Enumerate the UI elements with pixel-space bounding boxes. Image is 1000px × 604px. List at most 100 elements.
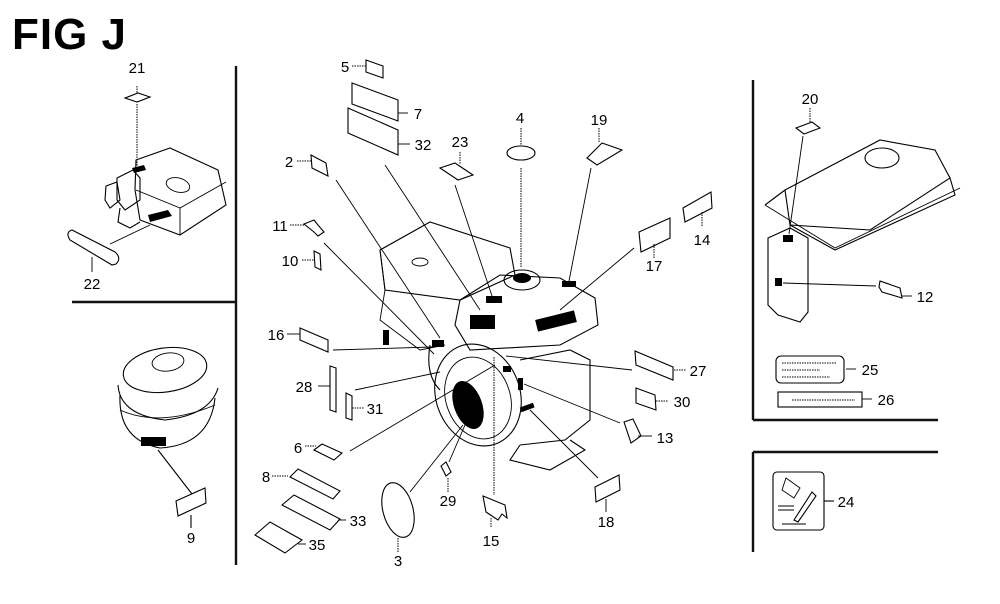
muffler-assembly: 21 22 [67,60,227,293]
figure-title: FIG J [12,10,128,59]
callout-5: 5 [341,59,349,76]
label-35-decal [254,521,303,554]
leader-17 [559,247,635,311]
label-33-decal [281,494,341,531]
callout-16: 16 [268,327,285,344]
callout-4: 4 [516,110,524,127]
label-5-decal [365,59,384,79]
air-cleaner-top [122,346,208,394]
air-cleaner-cap [151,352,185,372]
callout-11: 11 [272,218,288,235]
callout-7: 7 [414,106,422,123]
callout-30: 30 [674,394,691,411]
muffler-flange [104,181,121,209]
engine-recoil-grip [452,381,484,429]
engine-label-16-position [383,330,389,345]
muffler-top-label-position [132,165,146,173]
label-6-decal [312,443,344,461]
engine-label-19-position [562,281,576,287]
callout-25: 25 [862,362,879,379]
fuel-tank-flange-edge [764,187,961,249]
leader-11-to-engine [323,242,435,355]
label-30-decal [635,387,657,411]
leader-12 [782,282,877,287]
callout-13: 13 [657,430,674,447]
label-32-decal [347,107,399,156]
engine-fuel-tank [454,274,599,351]
fuel-tank-flange [764,177,956,251]
label-4-decal [506,145,536,161]
label-24-book-icon [781,477,801,499]
label-8-decal [289,468,341,500]
muffler-pipe [117,207,141,229]
engine-air-cleaner-side [379,249,446,351]
muffler-logo [165,177,191,193]
leader-23 [454,184,493,297]
callout-15: 15 [483,533,500,550]
callout-18: 18 [598,514,615,531]
callout-31: 31 [367,401,384,418]
fuel-tank-label-12-position [775,278,782,286]
callout-33: 33 [350,513,367,530]
label-27-decal [634,350,674,381]
label-21-decal [123,92,152,103]
label-31-decal [345,392,353,421]
label-7-decal [351,82,399,122]
leader-18 [529,409,599,479]
engine-base [509,439,587,471]
callout-19: 19 [591,112,608,129]
label-12-decal [878,280,903,299]
engine-fuel-cap-center [513,273,531,283]
fuel-tank-cap [864,147,900,169]
leader-27-to-engine [505,355,633,371]
engine-label-28-position [432,340,444,347]
engine-air-cleaner-logo [411,257,429,267]
fuel-tank-side-cover [767,227,809,323]
label-11-decal [302,219,325,237]
caution-label-assembly: 24 [772,471,854,531]
leader-13-to-engine [523,383,621,424]
callout-27: 27 [690,363,707,380]
callout-6: 6 [294,440,302,457]
leader-19 [568,167,592,282]
leader-16-to-engine [332,346,433,351]
label-20-decal [794,121,822,135]
label-16-decal [299,327,329,353]
callout-9: 9 [187,530,195,547]
label-13-decal [623,418,642,444]
leader-32-to-engine [384,164,481,311]
callout-29: 29 [440,493,457,510]
label-17-decal [638,217,671,253]
label-2-decal [310,154,329,177]
engine-fuel-cap [503,269,541,291]
fuel-tank-label-20-position [783,235,793,242]
label-3-decal [381,482,415,538]
callout-3: 3 [394,553,402,570]
leader-2-to-engine [335,179,441,339]
leader-20 [788,135,804,235]
fuel-tank-assembly: 20 12 25 26 [764,91,961,409]
callout-28: 28 [296,379,313,396]
label-10-decal [313,250,322,271]
label-24-tool-icon [793,491,817,523]
leader-9 [157,449,193,495]
callout-17: 17 [646,258,663,275]
engine-label-23-position [486,296,502,303]
callout-35: 35 [309,537,326,554]
engine-recoil-starter [434,343,522,447]
panel-dividers [72,66,938,565]
callout-2: 2 [285,154,293,171]
label-14-decal [682,191,713,223]
label-23-decal [438,162,475,181]
engine-label-27-position [503,366,511,372]
engine-recoil-inner [444,356,512,440]
leader-3-to-engine [409,424,464,493]
engine-assembly: 5 7 32 23 2 11 [254,59,713,570]
callout-10: 10 [282,253,299,270]
engine-label-13-position [518,378,523,390]
callout-22: 22 [84,276,101,293]
engine-crankcase [519,349,591,446]
label-29-decal [440,461,452,477]
leader-29 [448,424,466,463]
